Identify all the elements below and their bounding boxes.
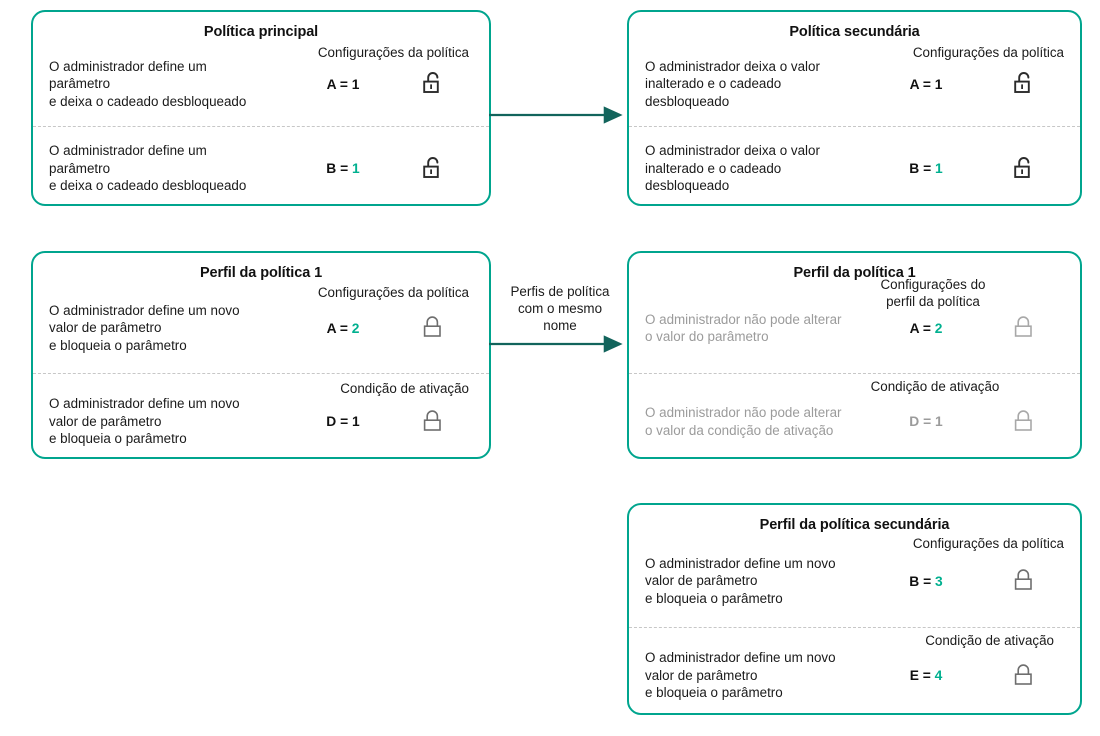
- row-value: B = 1: [326, 161, 360, 176]
- row-description: O administrador define um parâmetro e de…: [49, 58, 247, 109]
- section-label: Condição de ativação: [870, 378, 1000, 394]
- table-row: O administrador define um novo valor de …: [629, 627, 1080, 723]
- table-row: O administrador define um parâmetro e de…: [33, 42, 489, 126]
- row-value: D = 1: [909, 414, 943, 429]
- section-label: Condição de ativação: [925, 632, 1054, 648]
- row-description: O administrador define um novo valor de …: [49, 302, 240, 353]
- row-description: O administrador deixa o valor inalterado…: [645, 143, 820, 194]
- section-label: Configurações da política: [317, 45, 469, 60]
- row-value: A = 2: [909, 320, 943, 336]
- locked-padlock-icon: [403, 315, 463, 341]
- card-title: Política secundária: [789, 24, 920, 40]
- card-title: Política principal: [203, 24, 319, 40]
- row-value: A = 1: [326, 76, 360, 92]
- row-value: B = 3: [909, 573, 943, 589]
- card-policy-profile-1-target: Perfil da política 1 O administrador não…: [627, 251, 1082, 459]
- card-policy-profile-1-source: Perfil da política 1 O administrador def…: [31, 251, 491, 459]
- row-value: D = 1: [326, 414, 360, 429]
- row-value: B = 1: [909, 161, 943, 176]
- locked-padlock-icon: [996, 663, 1052, 689]
- row-description: O administrador define um novo valor de …: [645, 555, 836, 606]
- unlocked-padlock-icon: [996, 71, 1052, 97]
- card-title: Perfil da política 1: [199, 265, 323, 281]
- table-row: O administrador deixa o valor inalterado…: [629, 42, 1080, 126]
- row-description: O administrador define um novo valor de …: [49, 396, 240, 447]
- row-value: A = 1: [909, 76, 943, 92]
- table-row: O administrador define um novo valor de …: [33, 373, 489, 469]
- table-row: O administrador define um novo valor de …: [33, 283, 489, 373]
- card-policy-main: Política principal O administrador defin…: [31, 10, 491, 206]
- row-description: O administrador define um novo valor de …: [645, 650, 836, 701]
- arrow-profile-1-to-profile-1: [489, 335, 623, 353]
- locked-padlock-icon: [996, 315, 1052, 341]
- section-label: Configurações da política: [317, 285, 469, 300]
- card-title: Perfil da política secundária: [759, 517, 950, 533]
- table-row: O administrador não pode alterar o valor…: [629, 373, 1080, 469]
- card-policy-secondary: Política secundária O administrador deix…: [627, 10, 1082, 206]
- locked-padlock-icon: [996, 568, 1052, 594]
- row-description: O administrador deixa o valor inalterado…: [645, 58, 820, 109]
- table-row: O administrador não pode alterar o valor…: [629, 277, 1080, 373]
- section-label: Configurações do perfil da política: [880, 277, 986, 309]
- locked-padlock-icon: [403, 409, 463, 435]
- unlocked-padlock-icon: [996, 156, 1052, 182]
- section-label: Configurações da política: [912, 536, 1064, 551]
- row-description: O administrador define um parâmetro e de…: [49, 143, 247, 194]
- locked-padlock-icon: [996, 409, 1052, 435]
- section-label: Configurações da política: [912, 45, 1064, 60]
- table-row: O administrador define um novo valor de …: [629, 535, 1080, 627]
- unlocked-padlock-icon: [403, 71, 463, 97]
- row-description: O administrador não pode alterar o valor…: [645, 311, 842, 345]
- row-description: O administrador não pode alterar o valor…: [645, 405, 842, 438]
- table-row: O administrador deixa o valor inalterado…: [629, 126, 1080, 210]
- section-label: Condição de ativação: [340, 380, 469, 396]
- row-value: E = 4: [909, 668, 943, 683]
- table-row: O administrador define um parâmetro e de…: [33, 126, 489, 210]
- arrow-label-same-name-profiles: Perfis de política com o mesmo nome: [510, 284, 610, 333]
- row-value: A = 2: [326, 320, 360, 336]
- card-title: Perfil da política 1: [793, 265, 916, 281]
- card-policy-profile-secondary: Perfil da política secundária O administ…: [627, 503, 1082, 715]
- arrow-policy-main-to-secondary: [489, 106, 623, 124]
- unlocked-padlock-icon: [403, 156, 463, 182]
